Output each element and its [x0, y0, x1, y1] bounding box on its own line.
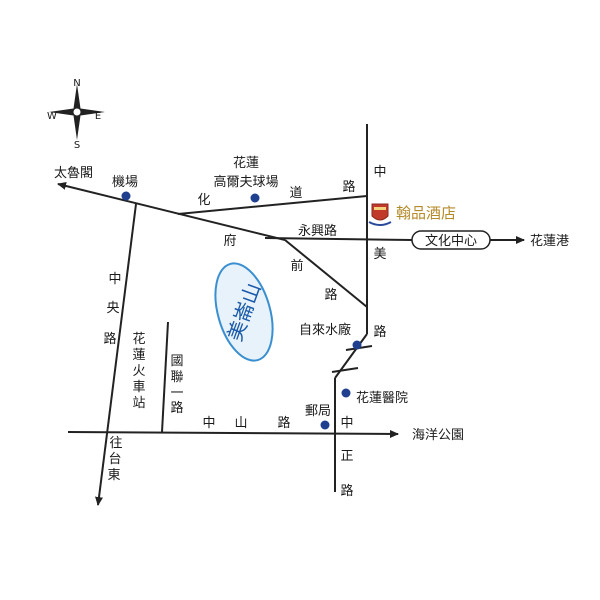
road-char-fu: 府 [223, 234, 236, 249]
compass-s: S [74, 140, 80, 151]
road-zhongzheng-char: 路 [340, 483, 353, 499]
hualien-port-label: 花蓮港 [530, 233, 569, 249]
road-fuqian [284, 239, 368, 308]
golf-label-1: 花蓮 [233, 155, 259, 171]
water-plant-label: 自來水廠 [299, 322, 351, 338]
meilun-mountain-shape [214, 262, 274, 362]
road-guolian-char: 一 [170, 386, 183, 401]
road-char-lu2: 路 [324, 287, 337, 303]
golf-label-2: 高爾夫球場 [213, 174, 278, 190]
road-zhongyang-char: 路 [103, 331, 116, 347]
airport-marker [121, 191, 131, 201]
to-taitung-char: 東 [107, 467, 120, 483]
water-plant-marker [352, 340, 362, 350]
road-zhongyang-char: 中 [108, 272, 121, 287]
road-zhongshan-char: 山 [234, 416, 247, 431]
road-char-dao: 道 [289, 186, 302, 201]
train-station-char: 車 [132, 380, 145, 395]
to-taitung-char: 往 [109, 436, 122, 451]
to-taitung-label: 往 台 東 [107, 436, 122, 483]
road-zhongzheng-char: 中 [340, 416, 353, 431]
road-zhongmei-char: 美 [373, 247, 386, 262]
road-guolian-char: 國 [170, 354, 183, 369]
road-yongxing-label: 永興路 [298, 223, 337, 239]
bridge-mark-b [331, 367, 359, 373]
to-taitung-char: 台 [108, 452, 121, 467]
post-office-label: 郵局 [305, 404, 331, 419]
hotel-label: 翰品酒店 [396, 204, 456, 222]
wenhua-center-label: 文化中心 [425, 234, 477, 249]
wenhua-center-box [411, 230, 491, 250]
hotel-logo-icon [368, 203, 392, 226]
compass-rose: N S E W [47, 78, 105, 151]
road-labels: 化 道 路 府 前 路 永興路 中 美 路 中 央 路 國 聯 一 路 中 山 … [103, 165, 386, 499]
road-zhongyang-char: 央 [106, 301, 119, 316]
train-station-char: 火 [132, 364, 145, 379]
compass-n: N [73, 78, 80, 89]
road-char-lu1: 路 [342, 179, 355, 195]
compass-w: W [47, 111, 57, 122]
road-zhongmei-char: 路 [373, 324, 386, 340]
roads [57, 124, 525, 506]
road-guolian-char: 路 [170, 400, 183, 416]
road-zhongshan-char: 中 [202, 416, 215, 431]
hospital-marker [341, 388, 351, 398]
road-zhongyang [95, 203, 137, 506]
hospital-label: 花蓮醫院 [356, 390, 408, 406]
train-station-char: 蓮 [132, 348, 145, 363]
road-huadao [177, 195, 368, 215]
airport-label: 機場 [112, 175, 138, 190]
taroko-label: 太魯閣 [54, 166, 93, 181]
post-office-marker [320, 420, 330, 430]
road-char-qian: 前 [290, 258, 303, 274]
compass-e: E [95, 111, 101, 122]
road-char-hua: 化 [197, 193, 210, 208]
road-zhongshan-char: 路 [277, 415, 290, 431]
road-zhongzheng-char: 正 [340, 449, 353, 464]
road-zhongshan [67, 429, 399, 438]
road-to-taroko [57, 182, 286, 241]
train-station-char: 花 [132, 331, 145, 347]
road-guolian-char: 聯 [170, 370, 183, 385]
road-zhongmei-char: 中 [373, 165, 386, 180]
train-station-label: 花 蓮 火 車 站 [132, 331, 145, 411]
ocean-park-label: 海洋公園 [412, 428, 464, 443]
road-guolian [161, 321, 169, 433]
poi-markers [121, 191, 362, 430]
road-yongxing [264, 237, 413, 241]
train-station-char: 站 [132, 396, 145, 411]
golf-marker [250, 193, 260, 203]
